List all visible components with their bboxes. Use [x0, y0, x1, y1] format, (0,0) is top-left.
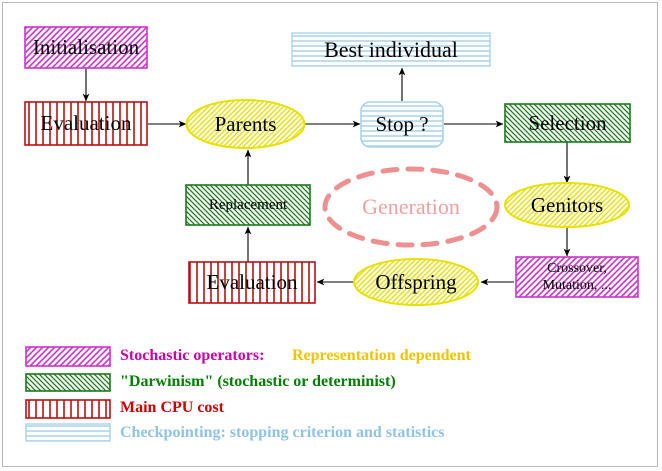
legend-swatch-magenta-hatch	[25, 346, 111, 367]
node-selection	[504, 103, 631, 143]
legend-label-main-cpu-cost: Main CPU cost	[120, 399, 224, 416]
node-genitors	[504, 182, 630, 228]
legend-swatch-red-vlines	[25, 399, 111, 419]
legend-label-stochastic-operators: Stochastic operators:	[120, 347, 265, 364]
node-parents	[185, 99, 306, 149]
page-border	[2, 2, 658, 467]
legend-swatch-green-hatch	[25, 373, 111, 392]
node-generation	[322, 166, 500, 248]
node-evaluation-bottom	[188, 261, 316, 304]
legend-label-checkpointing: Checkpointing: stopping criterion and st…	[120, 424, 445, 441]
node-initialisation	[24, 26, 148, 69]
legend-label-darwinism: "Darwinism" (stochastic or determinist)	[120, 373, 396, 390]
node-stop	[360, 101, 444, 148]
node-replacement	[185, 184, 311, 226]
edges-group	[82, 67, 571, 286]
legend-swatch-blue-hlines	[25, 423, 111, 442]
legend-label-representation-dependent: Representation dependent	[292, 347, 471, 364]
node-crossover	[515, 256, 639, 298]
node-best-individual	[291, 32, 491, 67]
node-evaluation-top	[24, 101, 148, 146]
node-offspring	[353, 258, 479, 306]
